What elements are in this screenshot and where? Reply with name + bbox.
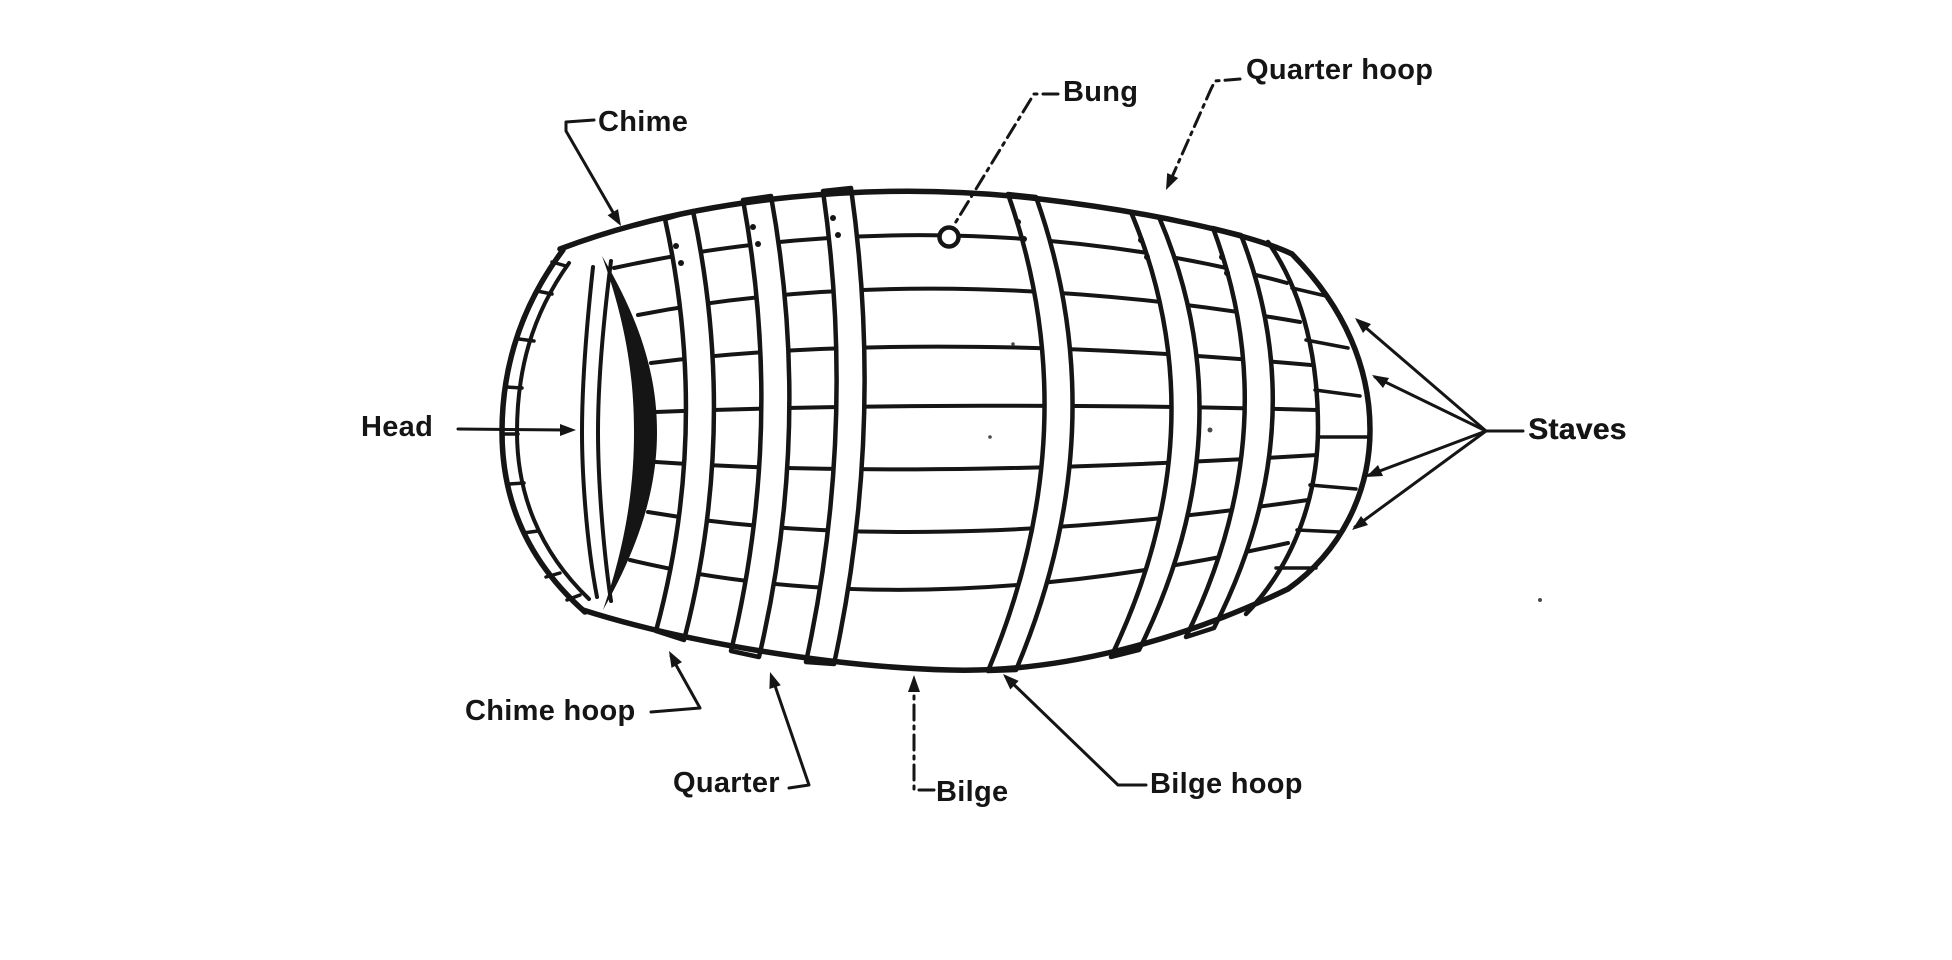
- arrowhead: [1355, 318, 1371, 333]
- hoops: [653, 185, 1276, 674]
- head-outer-rim: [499, 247, 588, 615]
- chime-hoop-band: [653, 208, 717, 643]
- arrowhead: [669, 651, 682, 668]
- leader-lines: [456, 77, 1525, 792]
- stave-lines: [612, 233, 1319, 592]
- stave-line: [628, 541, 1290, 592]
- barrel-top-edge: [557, 188, 1295, 257]
- right-rim: [1243, 239, 1370, 617]
- quarter-hoop-band-right: [1108, 209, 1202, 660]
- arrowhead: [1366, 465, 1383, 477]
- chime-hoop-band-right: [1183, 225, 1276, 640]
- arrowhead: [769, 672, 781, 689]
- head-rim-ticks: [501, 260, 582, 602]
- arrowhead: [1003, 674, 1019, 690]
- label-staves: Staves: [1528, 413, 1627, 446]
- barrel-head: [499, 247, 657, 615]
- label-head: Head: [361, 411, 434, 443]
- stave-line: [654, 403, 1319, 414]
- head-board-line: [596, 259, 613, 603]
- bung-leader: [952, 92, 1060, 227]
- right-rim-ticks: [1274, 286, 1370, 570]
- chime-leader: [564, 118, 621, 226]
- barrel-silhouette: [557, 188, 1373, 673]
- right-rim-inner: [1243, 239, 1321, 617]
- chime-hoop-leader: [649, 651, 702, 714]
- arrowhead: [1166, 173, 1179, 190]
- stave-line: [636, 286, 1302, 324]
- quarter-hoop-leader: [1166, 77, 1242, 190]
- arrowhead: [908, 675, 920, 692]
- label-chime-hoop: Chime hoop: [465, 695, 636, 727]
- stave-line: [654, 453, 1319, 472]
- label-bilge: Bilge: [936, 776, 1009, 808]
- barrel-bottom-edge: [580, 586, 1291, 673]
- head-board-line: [580, 265, 599, 599]
- quarter-leader: [769, 672, 811, 790]
- quarter-hoop-band-left: [803, 185, 867, 667]
- bilge-hoop-leader: [1003, 674, 1148, 787]
- label-quarter-hoop: Quarter hoop: [1246, 54, 1434, 86]
- barrel-right-edge: [1285, 251, 1373, 592]
- stave-line: [646, 498, 1310, 534]
- hoop-rivets: [673, 215, 1230, 276]
- bilge-hoop-band: [985, 191, 1075, 674]
- arrowhead: [1352, 516, 1368, 530]
- label-bilge-hoop: Bilge hoop: [1150, 768, 1303, 800]
- hoop-band: [728, 193, 792, 660]
- label-chime: Chime: [598, 106, 689, 138]
- staves-leader-fan: [1352, 318, 1525, 530]
- head-inner-rim: [515, 261, 591, 601]
- label-quarter: Quarter: [673, 767, 780, 799]
- paper-specks: [988, 342, 1542, 602]
- head-arrow: [456, 424, 576, 436]
- barrel-drawing: [499, 185, 1542, 674]
- stave-line: [649, 344, 1313, 367]
- label-bung: Bung: [1063, 76, 1139, 108]
- arrowhead: [1372, 375, 1389, 388]
- arrowhead: [607, 209, 621, 226]
- bilge-leader: [908, 675, 936, 792]
- stave-line: [612, 233, 1289, 285]
- chime-edge-crescent: [602, 256, 657, 610]
- arrowhead: [560, 424, 576, 436]
- bung-hole: [937, 225, 961, 249]
